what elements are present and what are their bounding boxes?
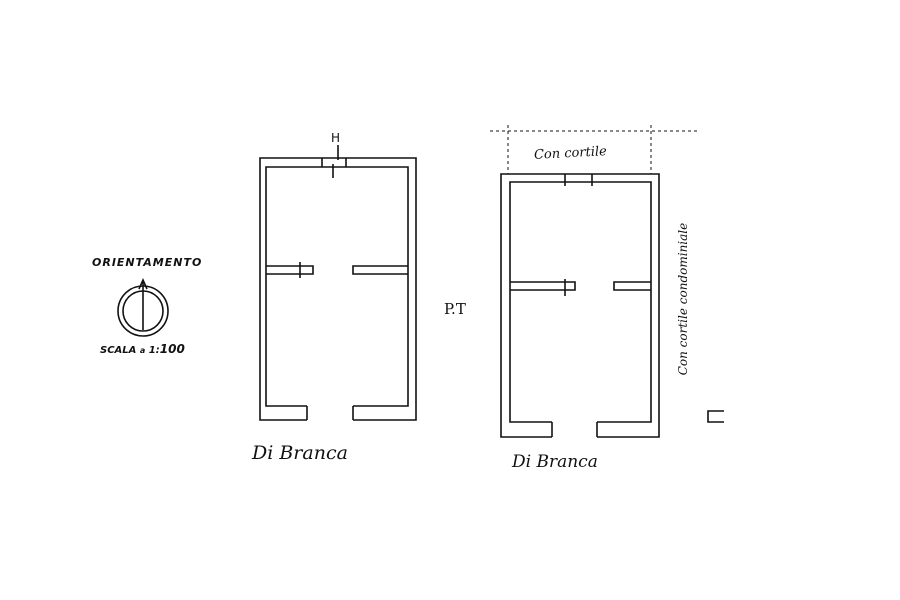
right-owner-label: Di Branca: [512, 452, 598, 472]
scale-value: 100: [159, 342, 185, 356]
left-plan-walls: [259, 145, 417, 421]
compass-icon: [117, 278, 169, 337]
right-plan-walls: [500, 173, 660, 438]
floor-label: P.T: [444, 300, 466, 318]
scale-label: SCALA a 1:100: [100, 342, 185, 356]
door-mark-label: H: [331, 131, 341, 145]
scale-small: a: [139, 346, 146, 355]
edge-marker: [707, 410, 724, 423]
left-owner-label: Di Branca: [252, 442, 348, 464]
side-note: Con cortile condominiale: [676, 222, 690, 376]
scale-ratio: 1:: [148, 345, 160, 356]
courtyard-outline: [490, 125, 698, 174]
orientation-label: ORIENTAMENTO: [92, 256, 203, 269]
scale-prefix: SCALA: [100, 345, 137, 356]
